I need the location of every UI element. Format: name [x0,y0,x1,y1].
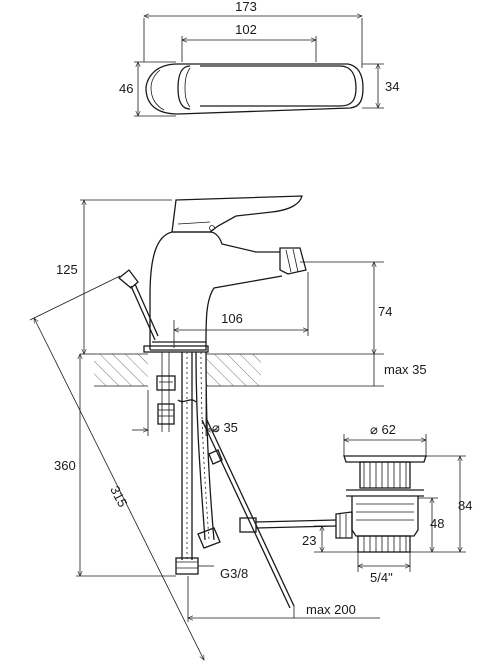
waste-view: ⌀ 62 84 [302,422,472,585]
dim-74: 74 [378,304,392,319]
dim-waste-84: 84 [458,498,472,513]
dim-hole-35: ⌀ 35 [212,420,238,435]
thread-g38: G3/8 [220,566,248,581]
dim-waste-62: ⌀ 62 [370,422,396,437]
dim-102: 102 [235,22,257,37]
dim-173: 173 [235,0,257,14]
dim-waste-thread: 5/4" [370,570,393,585]
top-view: 173 102 46 34 [119,0,399,116]
top-view-body [145,63,364,115]
dim-waste-48: 48 [430,516,444,531]
tap-handle [171,195,303,233]
waste-thread [357,535,411,553]
spout-nozzle [279,247,307,275]
dim-max-35: max 35 [384,362,427,377]
dim-106: 106 [221,311,243,326]
dim-34: 34 [385,79,399,94]
dim-max-200: max 200 [306,602,356,617]
pop-up-rod [117,269,159,341]
dim-125: 125 [56,262,78,277]
tap-body [149,231,280,350]
dim-waste-23: 23 [302,533,316,548]
waste-linkage [201,417,337,609]
waste-cap [343,455,427,463]
dim-46: 46 [119,81,133,96]
side-view: 125 74 106 max 35 ⌀ 35 360 315 G3/8 [29,195,427,660]
dim-360: 360 [54,458,76,473]
waste-body [351,496,419,537]
